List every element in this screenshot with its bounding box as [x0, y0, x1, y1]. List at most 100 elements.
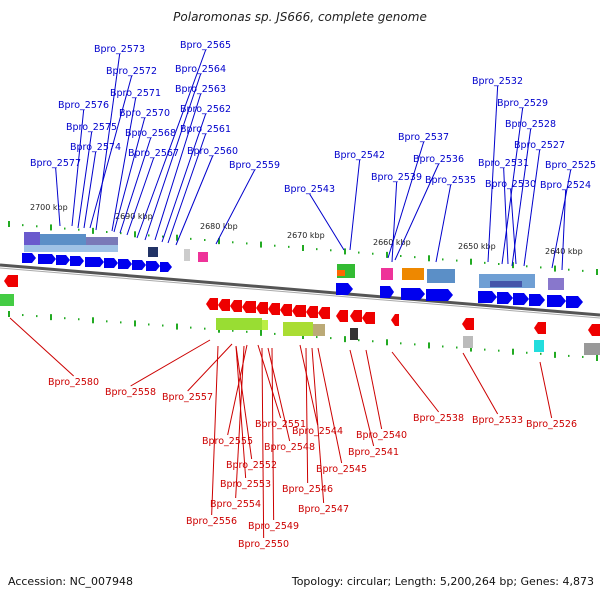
scale-tick	[148, 234, 150, 237]
scale-tick	[344, 248, 346, 255]
domain-box	[40, 234, 86, 245]
gene-label[interactable]: Bpro_2545	[316, 464, 367, 475]
gene-label[interactable]: Bpro_2539	[371, 172, 422, 183]
gene-label[interactable]: Bpro_2541	[348, 447, 399, 458]
domain-box	[381, 268, 393, 280]
gene-label[interactable]: Bpro_2558	[105, 387, 156, 398]
gene-label[interactable]: Bpro_2528	[505, 119, 556, 130]
gene-label[interactable]: Bpro_2531	[478, 158, 529, 169]
scale-tick	[484, 348, 486, 351]
connector-line	[211, 345, 219, 516]
gene-label[interactable]: Bpro_2561	[180, 124, 231, 135]
connector-line	[261, 347, 265, 539]
connector-line	[487, 85, 499, 263]
scale-label: 2670 kbp	[287, 231, 325, 240]
gene-label[interactable]: Bpro_2533	[472, 415, 523, 426]
scale-tick	[596, 355, 598, 361]
gene-label[interactable]: Bpro_2537	[398, 132, 449, 143]
gene-arrow	[56, 255, 70, 265]
domain-box	[24, 245, 118, 252]
connector-line	[501, 107, 524, 265]
gene-label[interactable]: Bpro_2538	[413, 413, 464, 424]
connector-line	[561, 189, 567, 271]
gene-label[interactable]: Bpro_2575	[66, 122, 117, 133]
gene-label[interactable]: Bpro_2549	[248, 521, 299, 532]
gene-label[interactable]: Bpro_2554	[210, 499, 261, 510]
domain-box	[148, 247, 158, 257]
gene-label[interactable]: Bpro_2577	[30, 158, 81, 169]
gene-arrow	[268, 303, 280, 315]
tick-row-top	[8, 221, 598, 275]
gene-label[interactable]: Bpro_2547	[298, 504, 349, 515]
gene-label[interactable]: Bpro_2562	[180, 104, 231, 115]
domain-box	[283, 322, 313, 336]
scale-tick	[498, 349, 500, 352]
gene-arrow	[362, 312, 375, 324]
connector-line	[299, 344, 319, 426]
gene-label[interactable]: Bpro_2543	[284, 184, 335, 195]
gene-label[interactable]: Bpro_2565	[180, 40, 231, 51]
gene-arrow	[306, 306, 318, 318]
connector-line	[311, 347, 325, 504]
scale-tick	[162, 235, 164, 238]
gene-label[interactable]: Bpro_2563	[175, 84, 226, 95]
gene-label[interactable]: Bpro_2564	[175, 64, 226, 75]
gene-label[interactable]: Bpro_2526	[526, 419, 577, 430]
gene-label[interactable]: Bpro_2568	[125, 128, 176, 139]
scale-tick	[442, 345, 444, 348]
minus-strand-arrows	[4, 275, 600, 336]
label-connectors	[9, 49, 572, 539]
gene-label[interactable]: Bpro_2524	[540, 180, 591, 191]
domain-box	[0, 294, 14, 306]
gene-label[interactable]: Bpro_2571	[110, 88, 161, 99]
gene-arrow	[146, 261, 160, 271]
gene-label[interactable]: Bpro_2529	[497, 98, 548, 109]
backbone-lower	[0, 267, 600, 319]
gene-label[interactable]: Bpro_2530	[485, 179, 536, 190]
gene-label[interactable]: Bpro_2548	[264, 442, 315, 453]
gene-arrow	[70, 256, 84, 266]
gene-label[interactable]: Bpro_2553	[220, 479, 271, 490]
scale-label: 2680 kbp	[200, 222, 238, 231]
gene-label[interactable]: Bpro_2552	[226, 460, 277, 471]
scale-tick	[456, 346, 458, 349]
gene-label[interactable]: Bpro_2567	[128, 148, 179, 159]
connector-line	[113, 117, 146, 233]
scale-tick	[106, 320, 108, 323]
connector-line	[349, 159, 361, 251]
gene-label[interactable]: Bpro_2546	[282, 484, 333, 495]
scale-tick	[470, 258, 472, 265]
scale-tick	[176, 234, 178, 241]
gene-label[interactable]: Bpro_2544	[292, 426, 343, 437]
gene-label[interactable]: Bpro_2527	[514, 140, 565, 151]
gene-label[interactable]: Bpro_2574	[70, 142, 121, 153]
gene-label[interactable]: Bpro_2532	[472, 76, 523, 87]
gene-label[interactable]: Bpro_2535	[425, 175, 476, 186]
gene-label[interactable]: Bpro_2557	[162, 392, 213, 403]
scale-tick	[190, 237, 192, 240]
gene-label[interactable]: Bpro_2580	[48, 377, 99, 388]
gene-label[interactable]: Bpro_2555	[202, 436, 253, 447]
gene-label[interactable]: Bpro_2573	[94, 44, 145, 55]
scale-tick	[372, 252, 374, 255]
gene-arrow	[104, 258, 118, 268]
gene-arrow	[132, 260, 146, 270]
scale-tick	[316, 248, 318, 251]
gene-label[interactable]: Bpro_2560	[187, 146, 238, 157]
gene-label[interactable]: Bpro_2540	[356, 430, 407, 441]
gene-label[interactable]: Bpro_2559	[229, 160, 280, 171]
gene-label[interactable]: Bpro_2576	[58, 100, 109, 111]
gene-label[interactable]: Bpro_2572	[106, 66, 157, 77]
gene-label[interactable]: Bpro_2570	[119, 108, 170, 119]
gene-label[interactable]: Bpro_2525	[545, 160, 596, 171]
scale-tick	[50, 224, 52, 231]
gene-label[interactable]: Bpro_2542	[334, 150, 385, 161]
gene-arrow	[206, 298, 218, 310]
gene-label[interactable]: Bpro_2550	[238, 539, 289, 550]
gene-arrow	[566, 296, 583, 308]
gene-arrow	[280, 304, 292, 316]
scale-label: 2660 kbp	[373, 238, 411, 247]
gene-label[interactable]: Bpro_2536	[413, 154, 464, 165]
gene-label[interactable]: Bpro_2556	[186, 516, 237, 527]
gene-label[interactable]: Bpro_2551	[255, 419, 306, 430]
